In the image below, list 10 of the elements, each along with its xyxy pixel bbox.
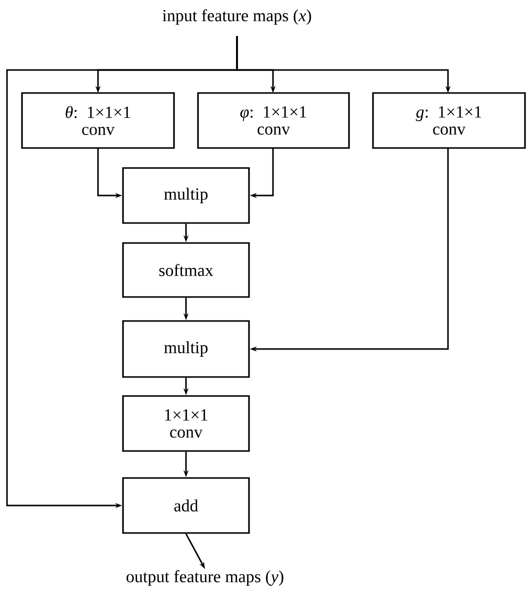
- process-box: θ: 1×1×1 conv: [21, 92, 175, 149]
- process-box: 1×1×1 conv: [122, 395, 250, 452]
- process-box: g: 1×1×1 conv: [372, 92, 526, 149]
- text-label: input feature maps (x): [162, 9, 312, 25]
- process-box: add: [122, 477, 250, 534]
- process-box: multip: [122, 167, 250, 224]
- process-box: φ: 1×1×1 conv: [197, 92, 350, 149]
- process-box: multip: [122, 320, 250, 378]
- text-label: output feature maps (y): [126, 570, 284, 586]
- process-box: softmax: [122, 242, 250, 298]
